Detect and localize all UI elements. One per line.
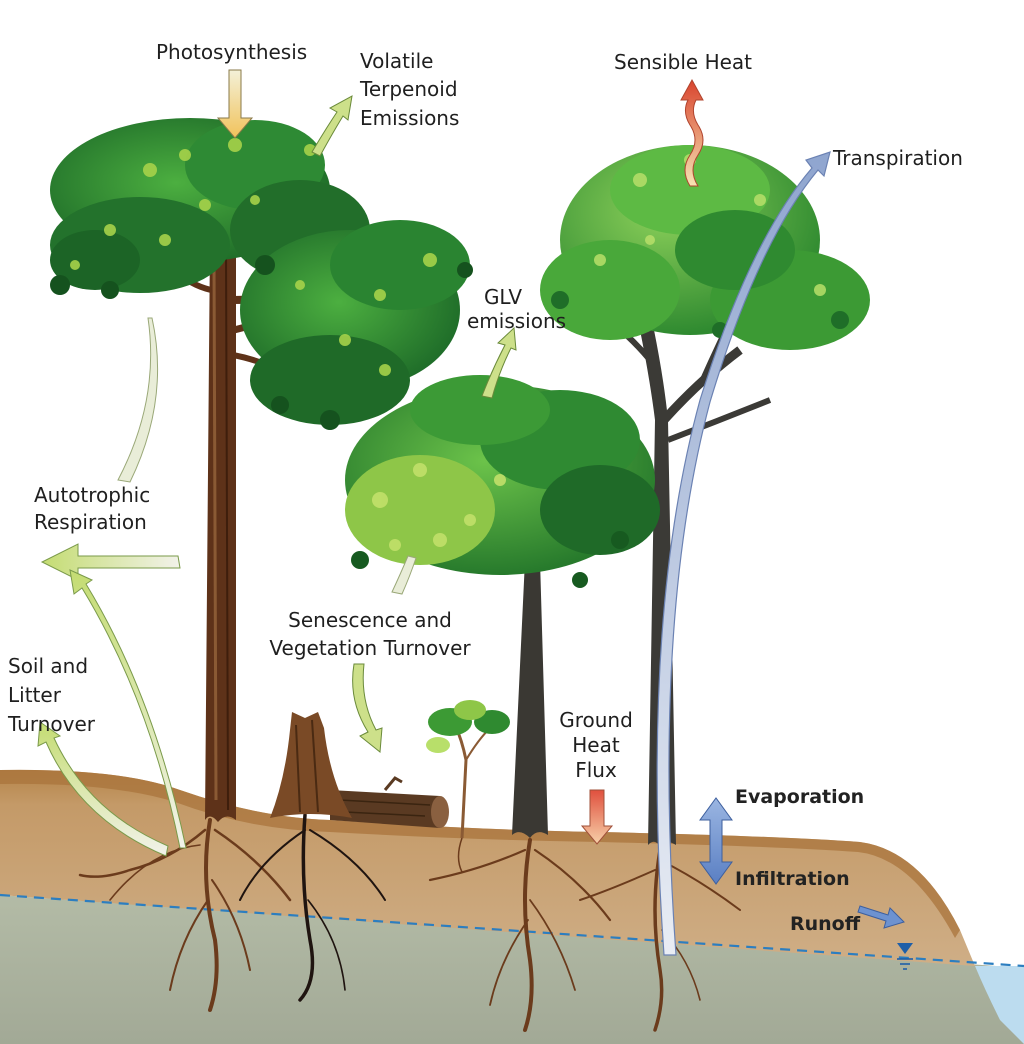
groundwater-layer <box>0 895 1024 1044</box>
label-infiltration: Infiltration <box>735 868 850 890</box>
glv-arrow <box>481 326 517 399</box>
runoff-arrow <box>857 905 905 929</box>
autotrophic-respiration-arrow <box>40 317 187 849</box>
label-photosynthesis: Photosynthesis <box>156 40 308 64</box>
soil-litter-arrow <box>37 721 169 857</box>
senescence-arrow <box>352 555 417 753</box>
terpenoid-arrow <box>311 95 353 157</box>
sapling-roots <box>457 837 463 873</box>
label-senescence: Senescence and <box>288 608 452 632</box>
stump-roots <box>239 813 386 1002</box>
label-flux: Flux <box>575 758 617 782</box>
transpiration-arrow <box>656 151 831 956</box>
label-litter: Litter <box>8 683 61 707</box>
tree-stump <box>270 712 352 818</box>
sapling <box>426 700 510 839</box>
label-terpenoid: Terpenoid <box>360 77 458 101</box>
label-evaporation: Evaporation <box>735 786 865 808</box>
label-soil-and: Soil and <box>8 654 89 678</box>
label-sensible-heat: Sensible Heat <box>614 50 753 74</box>
sensible-heat-arrow <box>680 78 704 187</box>
label-turnover: Turnover <box>8 712 96 736</box>
stream-water <box>975 966 1024 1044</box>
right-tree-canopy <box>540 145 870 350</box>
roots <box>78 818 741 1032</box>
label-emissions: Emissions <box>360 106 460 130</box>
water-table-symbol <box>897 943 913 970</box>
label-vegetation-turnover: Vegetation Turnover <box>269 636 471 660</box>
label-autotrophic: Autotrophic <box>34 483 151 507</box>
litter-band <box>0 769 960 938</box>
fallen-log <box>330 776 449 828</box>
evaporation-infiltration-arrow <box>699 797 733 885</box>
left-tree-canopy <box>50 118 473 430</box>
label-respiration: Respiration <box>34 510 147 534</box>
label-glv-emissions: emissions <box>467 309 567 333</box>
label-runoff: Runoff <box>790 913 861 935</box>
photosynthesis-arrow <box>216 69 254 139</box>
ground-heat-flux-arrow <box>580 789 614 845</box>
label-heat: Heat <box>572 733 620 757</box>
water-table-line <box>0 893 1024 968</box>
label-transpiration: Transpiration <box>833 146 963 170</box>
middle-tree-canopy <box>345 375 660 588</box>
label-glv: GLV <box>483 285 523 309</box>
label-volatile: Volatile <box>360 49 434 73</box>
label-ground: Ground <box>559 708 633 732</box>
